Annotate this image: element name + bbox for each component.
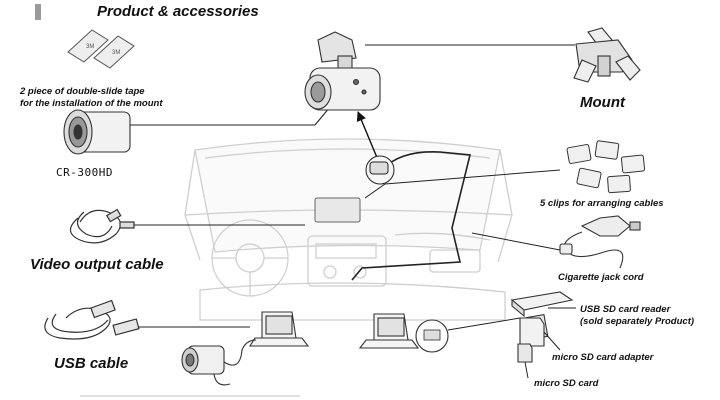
- camera-model-label: CR-300HD: [56, 166, 113, 179]
- video-cable-icon: [69, 208, 135, 244]
- cigarette-cord-icon: [559, 215, 641, 269]
- micro-sd-label: micro SD card: [534, 378, 599, 389]
- mount-icon: [573, 27, 641, 83]
- usb-reader-label-line2: (sold separately Product): [580, 316, 695, 327]
- svg-text:3M: 3M: [112, 50, 120, 56]
- clips-icon: [566, 140, 646, 194]
- sd-adapter-label: micro SD card adapter: [552, 352, 654, 363]
- camera-icon: [63, 109, 131, 155]
- mounted-camera-icon: [365, 155, 395, 185]
- svg-text:3M: 3M: [86, 44, 94, 50]
- clips-label: 5 clips for arranging cables: [540, 198, 664, 209]
- usb-reader-label-line1: USB SD card reader: [580, 304, 671, 315]
- small-camera-icon: [181, 345, 225, 375]
- laptop-icon: [249, 311, 310, 347]
- dash-display: [314, 197, 361, 223]
- cigarette-cord-label: Cigarette jack cord: [558, 272, 644, 283]
- diagram-title: Product & accessories: [97, 3, 259, 20]
- laptop-right-icon: [358, 313, 420, 349]
- sd-adapter-icon: [519, 317, 545, 347]
- usb-cable-icon: [44, 299, 140, 340]
- car-interior: [184, 138, 513, 321]
- tape-label-line2: for the installation of the mount: [20, 98, 163, 109]
- micro-sd-icon: [517, 343, 533, 363]
- mount-label: Mount: [580, 94, 625, 111]
- usb-cable-label: USB cable: [54, 355, 129, 372]
- video-cable-label: Video output cable: [30, 256, 164, 273]
- tape-icon: 3M 3M: [67, 29, 135, 69]
- main-camera-icon: [304, 31, 381, 111]
- title-marker: [35, 4, 41, 20]
- tape-label-line1: 2 piece of double-slide tape: [20, 86, 145, 97]
